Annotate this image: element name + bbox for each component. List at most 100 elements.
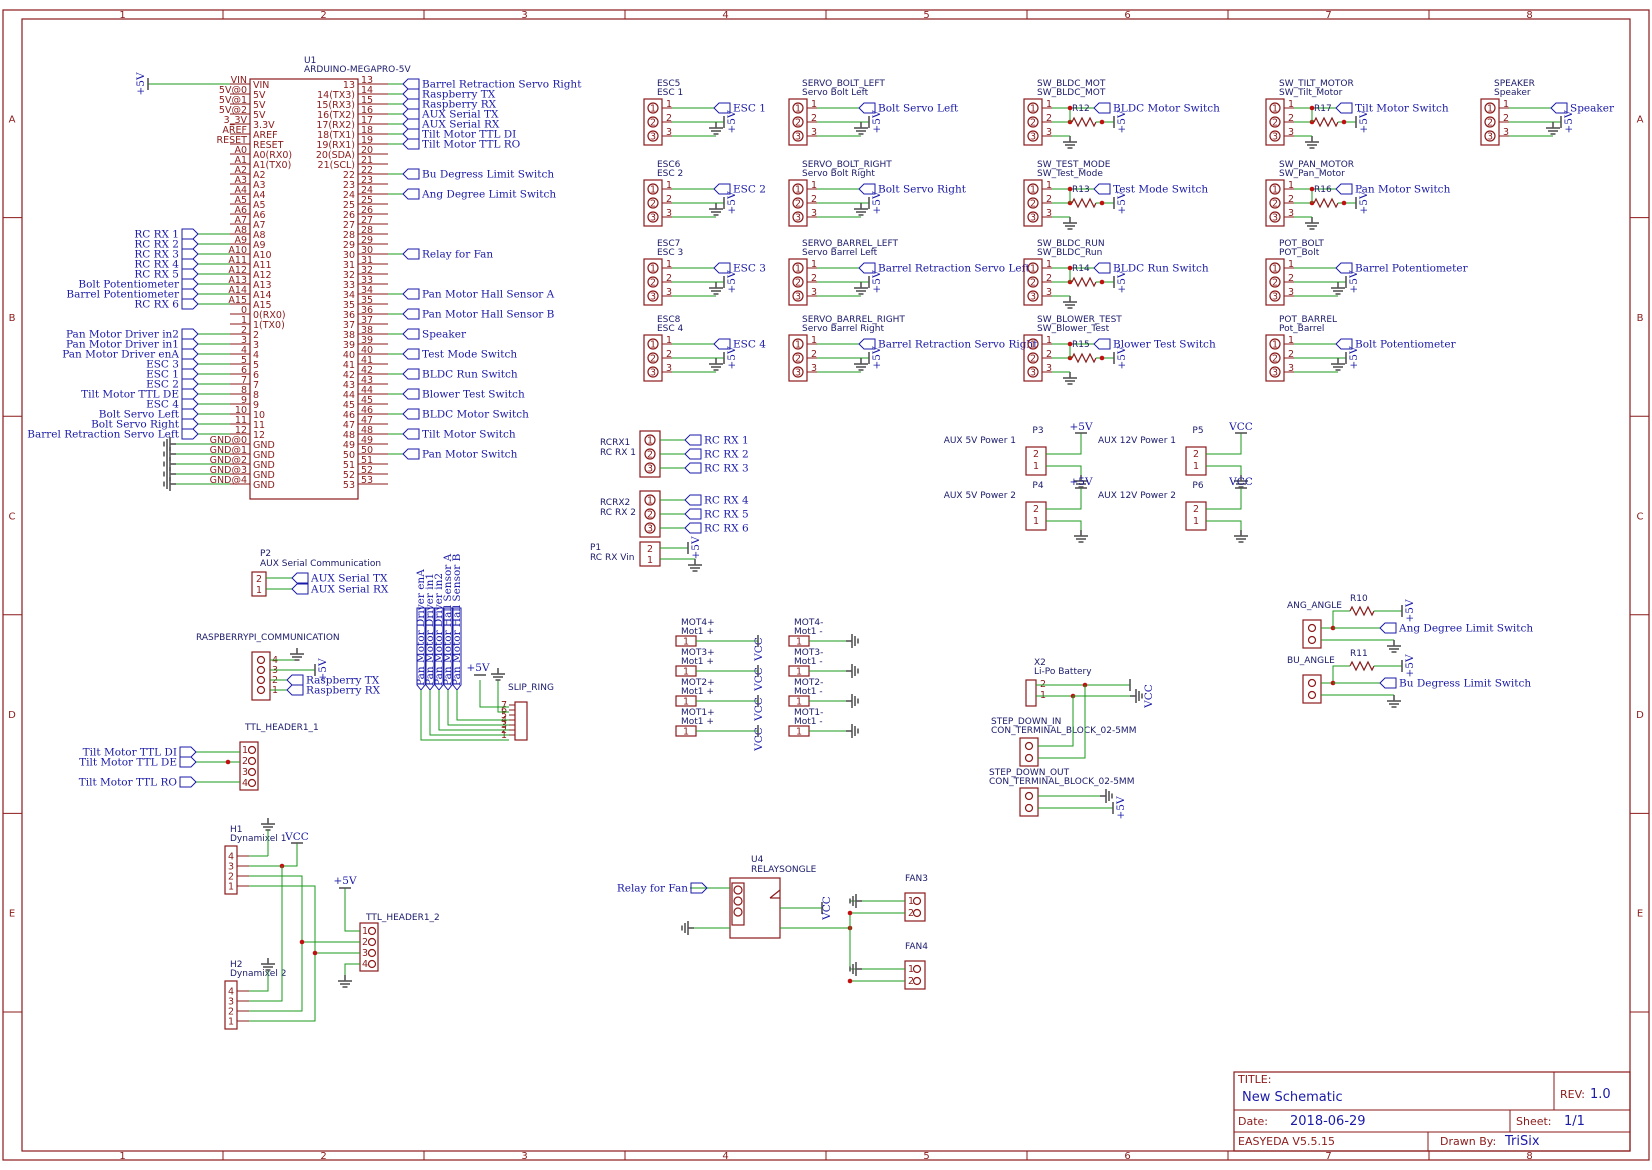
wire: [1046, 433, 1082, 455]
mcu-pin-number: 45: [361, 395, 373, 406]
pin-number: 1: [1033, 461, 1039, 472]
p2-body: [251, 571, 267, 597]
resistor-designator: R15: [1072, 340, 1090, 350]
net-flag-shape: [1335, 262, 1353, 274]
limit-body: [1302, 619, 1322, 649]
switch-net-flag: Tilt Motor Switch: [1335, 102, 1449, 115]
ground-symbol: [1234, 475, 1248, 488]
power-label: +5V: [317, 658, 329, 681]
pin-number: 2: [647, 450, 653, 461]
net-label: Blower Test Switch: [422, 389, 525, 401]
mcu-net-right: Tilt Motor Switch: [402, 428, 516, 441]
mcu-pin-name: A11: [253, 260, 272, 271]
net-label: Pan Motor Driver in2: [66, 329, 179, 341]
pin-circle: [1269, 352, 1281, 364]
net-flag-shape: [181, 398, 199, 410]
wire: [438, 690, 509, 731]
mcu-pin-number: 25: [361, 195, 373, 206]
net-flag-shape: [402, 288, 420, 300]
junction-dot: [1099, 200, 1105, 206]
power-label: VCC: [753, 697, 765, 722]
net-flag-shape: [402, 168, 420, 180]
pin-circle: [1027, 262, 1039, 274]
mcu-pin-number: 18: [361, 125, 373, 136]
net-label: AUX Serial TX: [421, 109, 499, 121]
ttl1-body: [239, 741, 259, 791]
net-label: Ang Degree Limit Switch: [1398, 623, 1533, 635]
mcu-pin-name: 48: [343, 430, 355, 441]
pin-number: 3: [666, 363, 672, 374]
mcu-pin-number: A5: [234, 195, 247, 206]
net-flag-shape: [181, 238, 199, 250]
net-label: Bolt Servo Right: [878, 184, 967, 196]
pin-circle: [1484, 102, 1496, 114]
pin-number: 2: [811, 113, 817, 124]
pin-number: 2: [666, 194, 672, 205]
net-label: RC RX 6: [704, 523, 749, 535]
net-flag-shape: [181, 428, 199, 440]
mcu-pin-name: A13: [253, 280, 272, 291]
mcu-pin-name: 42: [343, 370, 355, 381]
pin-circle: [1269, 262, 1281, 274]
junction-dot: [1099, 355, 1105, 361]
column-number: 7: [1325, 1151, 1331, 1162]
wire: [479, 680, 509, 708]
net-flag-shape: [181, 278, 199, 290]
pin-circle: [647, 290, 659, 302]
mcu-net-left: RC RX 4: [134, 258, 199, 271]
net-label: Bu Degress Limit Switch: [422, 169, 554, 181]
pin-number: 2: [1030, 199, 1036, 210]
power-symbol: +5V: [1338, 346, 1360, 370]
row-letter: A: [1637, 114, 1644, 125]
mcu-pin-name: 5V: [253, 110, 266, 121]
mcu-pin-number: 20: [361, 145, 373, 156]
ttl1-net-flag: Tilt Motor TTL DE: [79, 756, 197, 769]
mcu-pin-name: 31: [343, 260, 355, 271]
limit-designator: BU_ANGLE: [1287, 656, 1335, 666]
net-label: Tilt Motor TTL DI: [422, 129, 516, 141]
pin-number: 3: [1030, 368, 1036, 379]
net-label: Tilt Motor TTL RO: [422, 139, 521, 151]
motor-pos-value: Mot1 +: [681, 717, 714, 727]
pin-circle: [1027, 197, 1039, 209]
wire: [1206, 465, 1242, 475]
resistor-zigzag: [1349, 605, 1375, 617]
pin-number: 2: [795, 278, 801, 289]
power-value: AUX 5V Power 2: [944, 491, 1016, 501]
resistor-designator: R17: [1314, 104, 1332, 114]
pin-circle: [367, 937, 377, 947]
net-label: Bolt Potentiometer: [78, 279, 180, 291]
power-body: [1185, 501, 1207, 531]
mcu-net-left: Bolt Servo Left: [99, 408, 199, 421]
pin-circle: [792, 130, 804, 142]
mcu-value: ARDUINO-MEGAPRO-5V: [304, 65, 411, 75]
limit-net-flag: Ang Degree Limit Switch: [1379, 622, 1533, 635]
net-flag-shape: [684, 522, 702, 534]
mcu-net-left: Tilt Motor TTL DE: [81, 388, 199, 401]
mcu-net-right: Bu Degress Limit Switch: [402, 168, 554, 181]
pin-circle: [1307, 623, 1317, 633]
net-label: Bolt Servo Left: [99, 409, 180, 421]
mcu-net-right: Speaker: [402, 328, 467, 341]
mcu-pin-number: 3: [241, 335, 247, 346]
pin-number: 4: [242, 778, 248, 789]
mcu-pin-number: GND@1: [210, 445, 247, 456]
pin-number: 1: [666, 259, 672, 270]
mcu-pin-name: GND: [253, 460, 275, 471]
net-flag-shape: [402, 118, 420, 130]
pin-circle: [644, 462, 656, 474]
rpi-net-flag: Raspberry TX: [286, 674, 380, 687]
pin-number: 3: [1288, 127, 1294, 138]
net-flag-shape: [402, 428, 420, 440]
pin-number: 1: [1046, 180, 1052, 191]
rcrx-net-flag: RC RX 2: [684, 448, 749, 461]
mcu-pin-number: A13: [228, 275, 247, 286]
